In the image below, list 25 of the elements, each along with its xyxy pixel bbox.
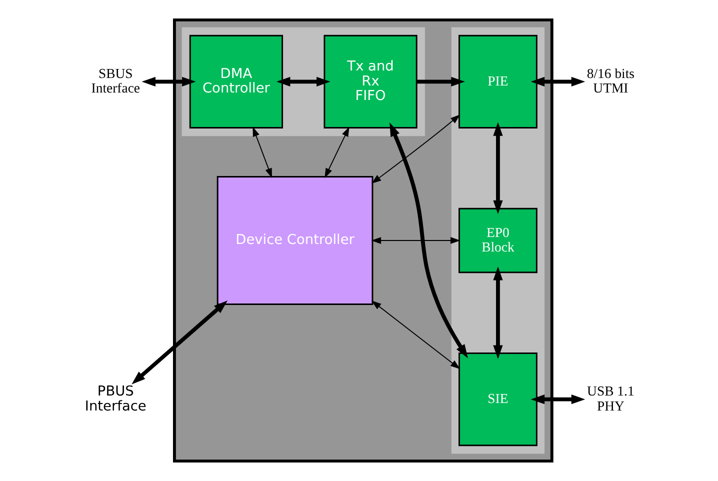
node-box: EP0 Block (458, 208, 537, 274)
arrow (131, 300, 228, 384)
arrow (530, 394, 585, 404)
arrow (370, 237, 460, 244)
arrow (276, 76, 330, 86)
arrow (252, 126, 272, 178)
node-text: SBUS Interface (90, 66, 140, 96)
arrow (370, 300, 460, 370)
node-text: USB 1.1 PHY (586, 384, 634, 414)
node-text: PBUS Interface (84, 384, 146, 414)
node-box: PIE (458, 34, 537, 128)
arrow (492, 266, 502, 360)
arrow (324, 126, 349, 178)
arrow (141, 76, 196, 86)
node-box: DMA Controller (188, 34, 283, 128)
arrow (416, 76, 464, 86)
node-box: Tx and Rx FIFO (323, 34, 417, 128)
arrow (370, 114, 460, 184)
arrow (389, 122, 468, 358)
node-text: 8/16 bits UTMI (586, 66, 634, 96)
arrow (530, 76, 585, 86)
node-box: SIE (458, 352, 537, 446)
cluster (172, 18, 553, 463)
arrow (492, 122, 502, 214)
node-box: Device Controller (216, 176, 373, 305)
